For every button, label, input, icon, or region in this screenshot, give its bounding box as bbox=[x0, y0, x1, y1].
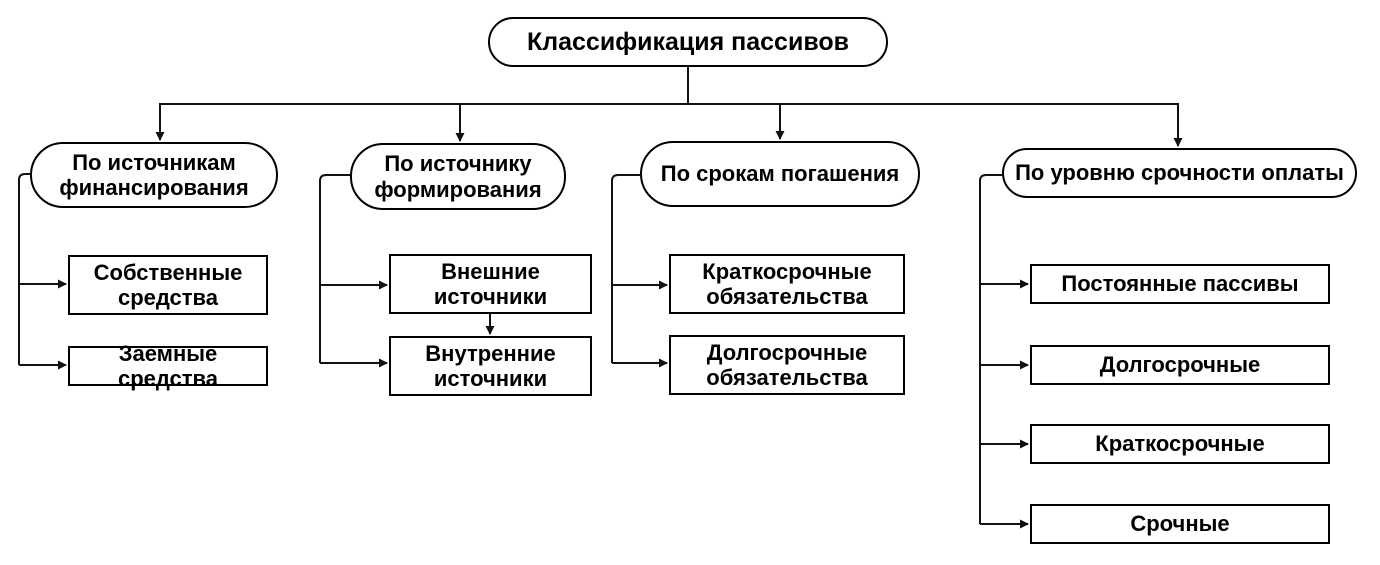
node-permanent-liabilities: Постоянные пассивы bbox=[1030, 264, 1330, 304]
node-long-term-liabilities: Долгосрочные обязательства bbox=[669, 335, 905, 395]
node-long-term: Долгосрочные bbox=[1030, 345, 1330, 385]
branch-by-maturity: По срокам погашения bbox=[640, 141, 920, 207]
classification-root: Классификация пассивов bbox=[488, 17, 888, 67]
wire-bracket-branch-4 bbox=[979, 174, 1002, 524]
branch-by-payment-urgency: По уровню срочности оплаты bbox=[1002, 148, 1357, 198]
node-internal-sources: Внутренние источники bbox=[389, 336, 592, 396]
wire-bracket-branch-1 bbox=[18, 173, 30, 365]
node-urgent: Срочные bbox=[1030, 504, 1330, 544]
wire-bracket-branch-3 bbox=[611, 174, 640, 363]
node-short-term-liabilities: Краткосрочные обязательства bbox=[669, 254, 905, 314]
branch-by-formation-source: По источнику формирования bbox=[350, 143, 566, 210]
node-short-term: Краткосрочные bbox=[1030, 424, 1330, 464]
branch-by-financing-sources: По источникам финансирования bbox=[30, 142, 278, 208]
node-external-sources: Внешние источники bbox=[389, 254, 592, 314]
node-own-funds: Собственные средства bbox=[68, 255, 268, 315]
wire-bracket-branch-2 bbox=[319, 174, 350, 363]
node-borrowed-funds: Заемные средства bbox=[68, 341, 268, 391]
